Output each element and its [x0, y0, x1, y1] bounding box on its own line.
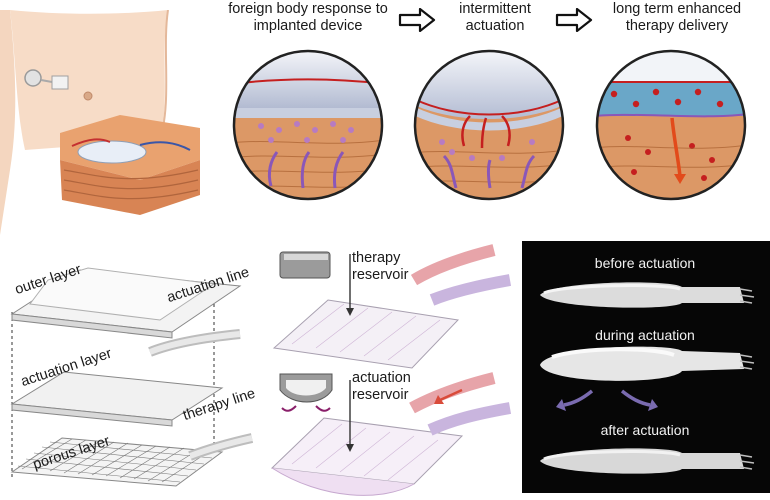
- during-actuation-label: during actuation: [595, 327, 695, 343]
- device-photos: [540, 282, 755, 474]
- layer-stack-illustration: [10, 267, 254, 487]
- therapy-reservoir-label: therapy reservoir: [352, 250, 409, 283]
- stage-arrow-2-icon: [555, 8, 593, 32]
- stage-2-tissue-circle: [413, 49, 565, 201]
- stage-3-caption: long term enhanced therapy delivery: [612, 1, 742, 34]
- before-actuation-label: before actuation: [594, 255, 696, 271]
- stage-1-tissue-circle: [232, 49, 384, 201]
- stage-1-caption: foreign body response to implanted devic…: [228, 1, 388, 34]
- actuation-photo-panel: before actuation during actuation after …: [522, 241, 770, 493]
- after-actuation-label: after actuation: [600, 422, 690, 438]
- stage-2-caption: intermittent actuation: [459, 1, 531, 34]
- reservoir-illustration: [270, 244, 512, 496]
- stage-arrow-1-icon: [398, 8, 436, 32]
- actuation-reservoir-label: actuation reservoir: [352, 370, 411, 403]
- torso-illustration: [0, 10, 220, 235]
- stage-3-tissue-circle: [595, 49, 747, 201]
